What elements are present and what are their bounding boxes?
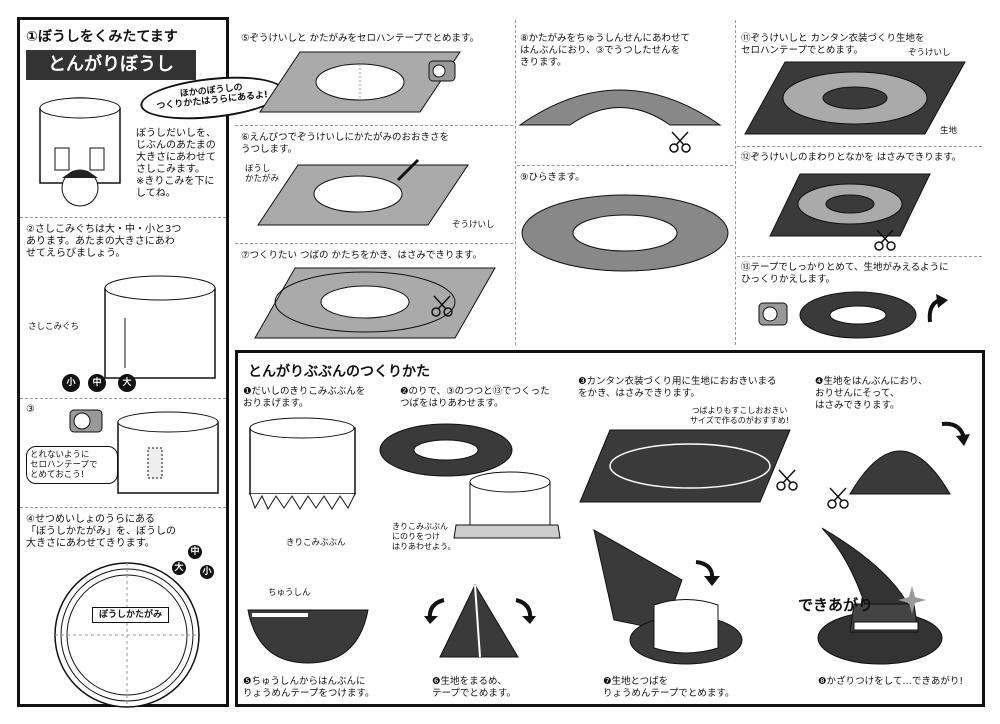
bottom-panel-title: とんがりぶぶんのつくりかた [248, 364, 430, 380]
step6-label-template: ぼうし かたがみ [245, 164, 280, 184]
b2-illustration [379, 423, 561, 539]
b3-note: つばよりもすこしおおきい サイズで作るのがおすすめ! [690, 406, 789, 425]
size-medium-badge: 中 [88, 374, 106, 392]
bottom-panel [235, 350, 985, 707]
curved-arrow-icon [424, 598, 445, 624]
step9-ring [521, 194, 729, 272]
b3-illustration [579, 429, 791, 503]
step2-label: さしこみぐち [28, 322, 80, 332]
step11-text: ⑪ぞうけいしと カンタン衣装づくり生地を セロハンテープでとめます。 [741, 33, 925, 56]
divider [735, 20, 736, 345]
step8-text: ⑧かたがみをちゅうしんせんにあわせて はんぶんにおり、③でうつしたせんを きりま… [520, 33, 691, 68]
flip-arrow-icon [927, 294, 948, 323]
b7-text: ❼生地とつばを りょうめんテープでとめます。 [603, 676, 735, 699]
b1-label: きりこみぶぶん [286, 538, 346, 548]
step4-label: ぼうしかたがみ [92, 607, 170, 623]
step6-illustration [257, 158, 469, 226]
divider [235, 243, 513, 244]
divider [737, 146, 982, 147]
scissors-icon [776, 469, 798, 491]
step4-template-circles [54, 562, 200, 708]
tape-icon [69, 409, 103, 433]
step13-text: ⑬テープでしっかりとめて、生地がみえるように ひっくりかえします。 [741, 262, 949, 285]
b6-cone [439, 583, 519, 658]
b1-text: ❶だいしのきりこみぶぶんを おりまげます。 [243, 386, 366, 409]
step12-illustration [769, 173, 931, 237]
step11-label-paper: ぞうけいし [908, 48, 951, 58]
b7-illustration [593, 529, 743, 665]
size-small-badge: 小 [62, 374, 80, 392]
divider [20, 217, 226, 218]
step3-note: とれないように セロハンテープで とめておこう! [26, 446, 118, 484]
b3-text: ❸カンタン衣装づくり用に生地におおきいまる をかき、はさみできります。 [578, 376, 777, 399]
scissors-icon [874, 229, 896, 251]
tape-icon [758, 302, 788, 326]
left-panel-header: ①ぼうしをくみたてます [26, 29, 178, 45]
step8-illustration [518, 89, 722, 126]
divider [737, 256, 982, 257]
divider [517, 165, 733, 166]
curved-arrow-icon [695, 560, 720, 586]
divider [515, 20, 516, 345]
template-medium-badge: 中 [188, 545, 202, 559]
step3-illustration [117, 411, 219, 494]
hat-title: とんがりぼうし [26, 50, 196, 80]
divider [235, 125, 513, 126]
step11-label-fabric: 生地 [940, 126, 958, 136]
step7-illustration [254, 267, 496, 339]
step7-text: ⑦つくりたい つばの かたちをかき、はさみできります。 [241, 250, 482, 261]
step9-text: ⑨ひらきます。 [520, 172, 585, 183]
b8-text: ❽かざりつけをして…できあがり! [818, 676, 964, 687]
step13-ring [799, 291, 917, 339]
template-large-badge: 大 [172, 561, 186, 575]
sparkle-icon [898, 586, 926, 614]
step12-text: ⑫ぞうけいしのまわりとなかを はさみできります。 [741, 152, 962, 163]
b5-illustration [247, 609, 369, 664]
scissors-icon [669, 131, 691, 153]
b8-witch-hat [817, 527, 943, 665]
scissors-icon [431, 295, 453, 317]
step3-number: ③ [26, 404, 35, 415]
b4-illustration [849, 450, 951, 495]
curved-arrow-icon [515, 598, 536, 624]
step5-illustration [259, 51, 461, 113]
size-large-badge: 大 [118, 374, 136, 392]
step1-text: ぼうしだいしを、 じぶんのあたまの 大きさにあわせて さしこみます。 ※きりこみ… [136, 128, 216, 199]
divider [20, 398, 226, 399]
step1-illustration [39, 97, 121, 207]
step2-illustration [104, 275, 216, 379]
template-small-badge: 小 [200, 565, 214, 579]
tape-icon [428, 60, 456, 82]
b1-illustration [249, 417, 356, 511]
scissors-icon [827, 487, 849, 509]
curved-arrow-icon [941, 421, 970, 446]
b6-text: ❻生地をまるめ、 テープでとめます。 [432, 676, 516, 699]
b2-label: きりこみぶぶん にのりをつけ はりあわせよう。 [392, 522, 456, 551]
step6-text: ⑥えんぴつでぞうけいしにかたがみのおおきさを うつします。 [241, 132, 450, 155]
step2-text: ②さしこみぐちは大・中・小と3つ あります。あたまの大きさにあわ せてえらびまし… [26, 224, 182, 259]
b2-text: ❷のりで、③のつつと⑬でつくった つばをはりあわせます。 [400, 386, 550, 409]
step4-text: ④せつめいしょのうらにある 「ぼうしかたがみ」を、ぼうしの 大きさにあわせてきり… [26, 514, 176, 549]
step6-label-paper: ぞうけいし [452, 220, 495, 230]
b5-label: ちゅうしん [268, 588, 311, 598]
step5-text: ⑤ぞうけいしと かたがみをセロハンテープでとめます。 [241, 33, 480, 44]
b8-done-label: できあがり [798, 596, 874, 614]
step11-illustration [744, 61, 966, 135]
divider [20, 507, 226, 508]
b4-text: ❹生地をはんぶんにおり、 おりせんにそって、 はさみできります。 [815, 376, 928, 411]
b5-text: ❺ちゅうしんからはんぶんに りょうめんテープをつけます。 [243, 676, 375, 699]
